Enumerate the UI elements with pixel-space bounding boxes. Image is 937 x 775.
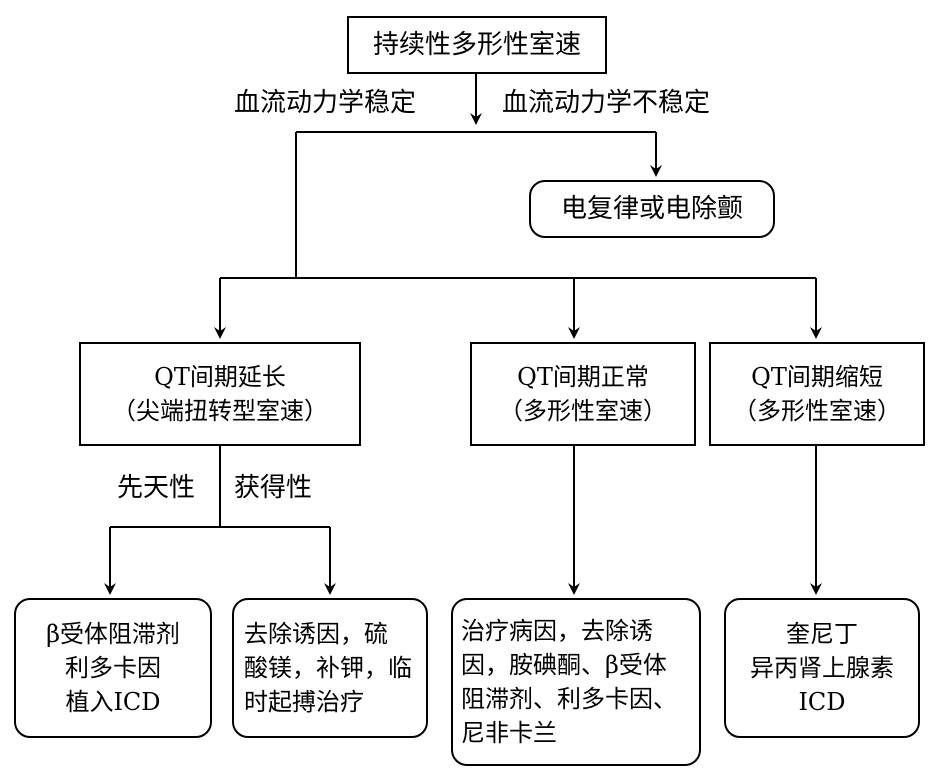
- node-normal-treatment: 治疗病因，去除诱 因，胺碘酮、β受体 阻滞剂、利多卡因、 尼非卡兰: [451, 598, 701, 766]
- node-normal-treatment-line-1: 治疗病因，去除诱: [461, 617, 653, 645]
- node-acquired-treatment-line-1: 去除诱因，硫: [244, 620, 388, 648]
- label-unstable: 血流动力学不稳定: [502, 88, 711, 118]
- node-short-treatment-line-3: ICD: [798, 688, 846, 716]
- node-normal-treatment-line-2: 因，胺碘酮、β受体: [461, 651, 667, 679]
- node-normal-treatment-line-4: 尼非卡兰: [461, 719, 557, 747]
- node-qt-long-line-1: QT间期延长: [154, 363, 286, 391]
- node-root: 持续性多形性室速: [347, 16, 607, 74]
- node-congenital-treatment-line-3: 植入ICD: [65, 688, 161, 716]
- node-short-treatment: 奎尼丁 异丙肾上腺素 ICD: [724, 598, 920, 738]
- node-short-treatment-line-2: 异丙肾上腺素: [750, 654, 894, 682]
- node-qt-short-line-2: （多形性室速）: [733, 397, 901, 425]
- node-cardioversion: 电复律或电除颤: [529, 180, 775, 238]
- node-qt-short: QT间期缩短 （多形性室速）: [709, 342, 925, 446]
- node-qt-normal-line-1: QT间期正常: [517, 363, 649, 391]
- node-qt-long: QT间期延长 （尖端扭转型室速）: [79, 342, 361, 446]
- label-acquired: 获得性: [234, 473, 313, 503]
- label-stable: 血流动力学稳定: [234, 88, 417, 118]
- node-qt-normal-line-2: （多形性室速）: [499, 397, 667, 425]
- node-short-treatment-line-1: 奎尼丁: [786, 620, 858, 648]
- label-congenital: 先天性: [117, 473, 196, 503]
- node-congenital-treatment: β受体阻滞剂 利多卡因 植入ICD: [14, 598, 212, 738]
- node-cardioversion-text: 电复律或电除颤: [560, 194, 743, 224]
- node-acquired-treatment-line-3: 时起搏治疗: [244, 688, 364, 716]
- node-qt-short-line-1: QT间期缩短: [751, 363, 883, 391]
- node-normal-treatment-line-3: 阻滞剂、利多卡因、: [461, 685, 677, 713]
- node-congenital-treatment-line-2: 利多卡因: [65, 654, 161, 682]
- node-acquired-treatment: 去除诱因，硫 酸镁，补钾，临 时起搏治疗: [232, 598, 428, 738]
- node-acquired-treatment-line-2: 酸镁，补钾，临: [244, 654, 412, 682]
- node-qt-long-line-2: （尖端扭转型室速）: [112, 397, 328, 425]
- node-congenital-treatment-line-1: β受体阻滞剂: [46, 620, 180, 648]
- node-root-text: 持续性多形性室速: [372, 30, 581, 60]
- node-qt-normal: QT间期正常 （多形性室速）: [470, 342, 696, 446]
